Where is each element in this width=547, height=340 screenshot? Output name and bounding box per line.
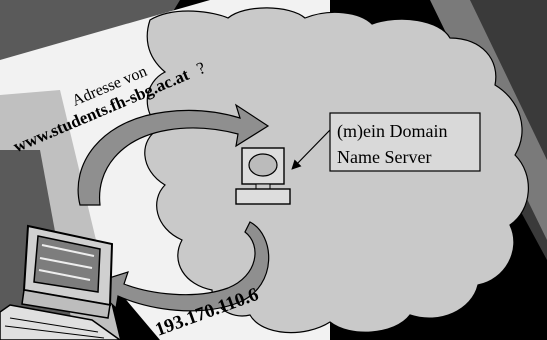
dns-server-icon	[236, 148, 290, 204]
dns-label-line2: Name Server	[337, 147, 431, 167]
dns-label-line1: (m)ein Domain	[337, 121, 447, 142]
